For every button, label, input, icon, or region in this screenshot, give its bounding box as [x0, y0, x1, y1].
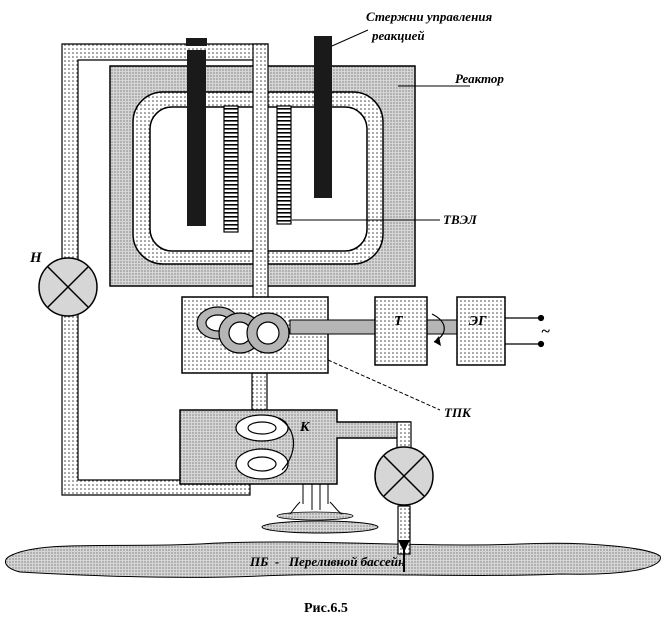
- main-pump-label: Н: [29, 250, 43, 266]
- condenser-label: К: [299, 420, 311, 435]
- control-rods-label-line2: реакцией: [371, 28, 425, 43]
- condenser-outlet: [289, 484, 343, 515]
- turbine-label: Т: [394, 314, 404, 329]
- coolant-riser-pipe: [252, 43, 269, 305]
- condenser-coil: [235, 414, 294, 480]
- pool-label: ПБ - Переливной бассейн: [249, 554, 405, 569]
- overflow-pool: [4, 541, 661, 578]
- reactor-label: Реактор: [455, 71, 504, 86]
- control-rod-left-cap: [186, 38, 207, 46]
- generator-label: ЭГ: [469, 314, 487, 329]
- figure-caption: Рис.6.5: [304, 601, 348, 616]
- main-pump: [38, 257, 98, 317]
- splash-puddle: [261, 520, 379, 534]
- rotation-arrowhead: [434, 336, 441, 346]
- cooling-pump: [374, 446, 434, 506]
- steam-generator-label: ТПК: [444, 405, 472, 420]
- fuel-element-left: [223, 105, 239, 233]
- control-rod-leader: [331, 29, 369, 47]
- coolant-downcomer-pipe: [251, 371, 268, 415]
- steam-generator-coil: [196, 306, 290, 354]
- generator-terminals: [505, 314, 545, 348]
- steam-generator-leader: [327, 359, 441, 411]
- turbine-shaft: [289, 319, 376, 335]
- turbine: [374, 296, 428, 366]
- splash-puddle-small: [276, 511, 354, 521]
- control-rods-label-line1: Стержни управления: [366, 9, 493, 24]
- electric-generator: [456, 296, 506, 366]
- fuel-element-label: ТВЭЛ: [443, 212, 478, 227]
- ac-symbol: ~: [541, 323, 550, 340]
- fuel-element-right: [276, 105, 292, 225]
- control-rod-right: [314, 36, 332, 198]
- control-rod-left: [187, 50, 206, 226]
